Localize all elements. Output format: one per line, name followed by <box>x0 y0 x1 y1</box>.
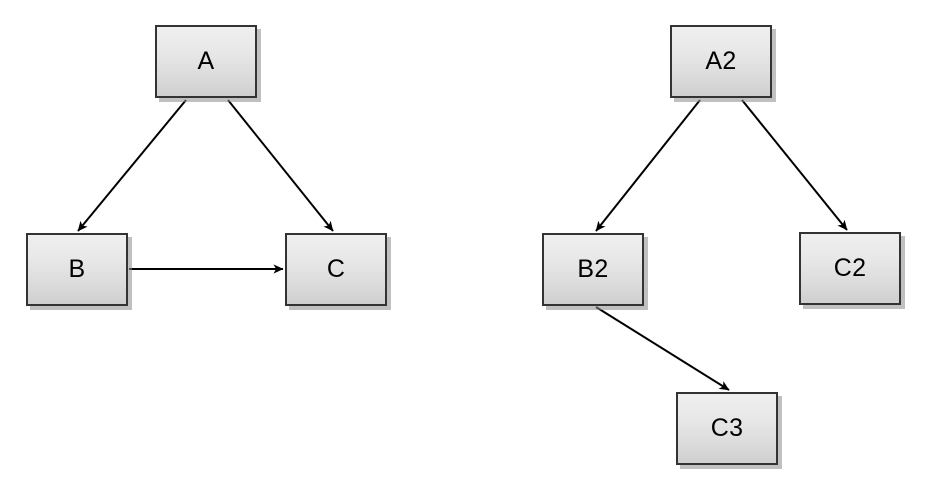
node-b2[interactable]: B2 <box>542 233 644 306</box>
edge-a-b <box>77 99 187 232</box>
node-label: A2 <box>705 47 737 75</box>
edge-a2-b2 <box>595 99 701 232</box>
node-label: C2 <box>833 254 867 282</box>
node-c3[interactable]: C3 <box>676 392 778 465</box>
node-c[interactable]: C <box>285 233 387 306</box>
edge-a2-c2 <box>741 99 848 231</box>
edge-b2-c3 <box>595 306 730 391</box>
edge-a-c <box>227 99 334 232</box>
node-label: B <box>68 255 86 283</box>
node-c2[interactable]: C2 <box>799 232 901 305</box>
node-label: A <box>197 47 215 75</box>
node-label: C3 <box>710 414 744 442</box>
node-a2[interactable]: A2 <box>670 25 772 98</box>
node-a[interactable]: A <box>155 25 257 98</box>
node-label: B2 <box>577 255 609 283</box>
node-label: C <box>326 255 346 283</box>
node-b[interactable]: B <box>26 233 128 306</box>
